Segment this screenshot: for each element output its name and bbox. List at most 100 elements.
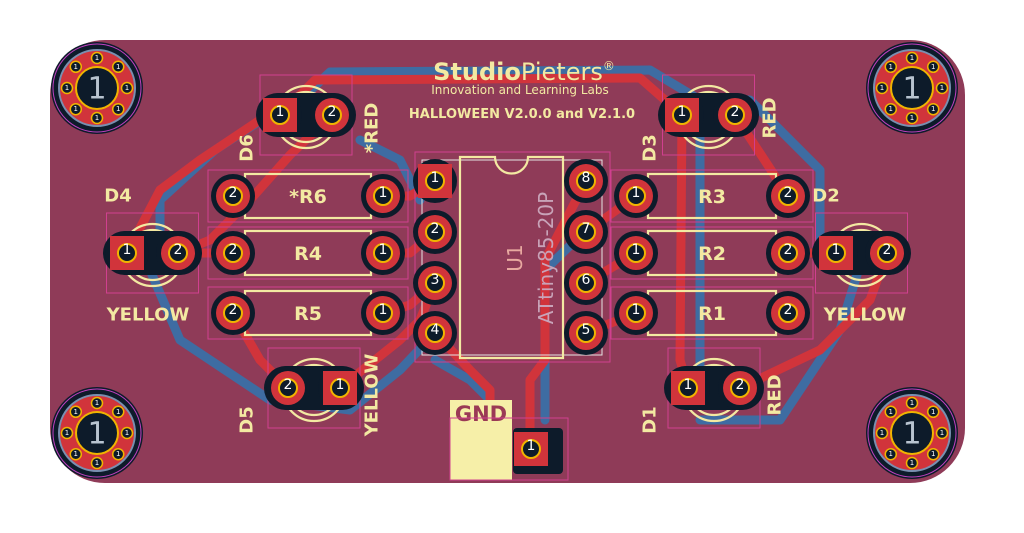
resistor-pad: 1 <box>361 231 405 275</box>
led-ref: D5 <box>237 406 258 433</box>
resistor-pad: 2 <box>211 174 255 218</box>
via <box>69 102 83 116</box>
ic-ref: U1 <box>503 244 527 271</box>
pad-number: 2 <box>328 104 337 120</box>
via-label: 1 <box>910 459 914 467</box>
board-title: HALLOWEEN V2.0.0 and V2.1.0 <box>409 107 635 122</box>
ic-pin: 5 <box>564 311 608 355</box>
pad-number: 2 <box>883 242 892 258</box>
pad-number: 1 <box>379 302 388 318</box>
pad-number: 2 <box>736 377 745 393</box>
pad-number: 1 <box>276 104 285 120</box>
logo-brand-light: Pieters <box>521 58 603 86</box>
ic-body-outline <box>458 155 565 360</box>
resistor-pad: 2 <box>766 231 810 275</box>
led-value: YELLOW <box>823 305 907 326</box>
pad-number: 4 <box>431 322 440 338</box>
pad-number: 6 <box>582 272 591 288</box>
via <box>926 447 940 461</box>
resistor-pad: 1 <box>361 174 405 218</box>
via <box>111 447 125 461</box>
via-label: 1 <box>889 63 893 71</box>
pad-number: 2 <box>229 302 238 318</box>
ic-value: ATtiny85-20P <box>534 192 558 324</box>
via-label: 1 <box>95 399 99 407</box>
via <box>90 51 104 65</box>
via-label: 1 <box>74 450 78 458</box>
resistor-ref: R2 <box>698 243 726 265</box>
via <box>884 60 898 74</box>
gnd-silk-block <box>450 400 512 480</box>
led-pad: 2 <box>310 93 354 137</box>
via-label: 1 <box>940 429 944 437</box>
resistor-pad: 1 <box>614 291 658 335</box>
via <box>926 405 940 419</box>
led-value: YELLOW <box>106 305 190 326</box>
pad-number: 1 <box>379 242 388 258</box>
led-pad: 1 <box>318 366 362 410</box>
via <box>884 447 898 461</box>
led-ref: D1 <box>640 406 661 433</box>
resistor-pad: 1 <box>614 231 658 275</box>
led-ref: D2 <box>812 186 839 207</box>
ic-pin: 2 <box>413 210 457 254</box>
via-label: 1 <box>74 63 78 71</box>
pad-number: 1 <box>684 377 693 393</box>
ic-pin: 1 <box>413 159 457 203</box>
pad-number: 1 <box>632 302 641 318</box>
pad-number: 1 <box>678 104 687 120</box>
via-label: 1 <box>95 54 99 62</box>
via-label: 1 <box>889 408 893 416</box>
via <box>111 405 125 419</box>
logo-registered: ® <box>603 59 615 73</box>
ic-pin: 8 <box>564 159 608 203</box>
via-label: 1 <box>125 429 129 437</box>
pad-number: 2 <box>431 221 440 237</box>
resistor-r3: 1 2 R3 <box>610 169 814 223</box>
svg-text:StudioPieters®: StudioPieters® <box>433 58 615 86</box>
led-pad: 1 <box>814 231 858 275</box>
pad-number: 1 <box>632 185 641 201</box>
via <box>111 102 125 116</box>
via <box>120 426 134 440</box>
resistor-ref: R5 <box>294 303 322 325</box>
via <box>884 102 898 116</box>
via-label: 1 <box>931 63 935 71</box>
resistor-ref: R3 <box>698 186 726 208</box>
resistor-pad: 2 <box>766 174 810 218</box>
via <box>69 60 83 74</box>
via <box>120 81 134 95</box>
via <box>926 102 940 116</box>
pad-number: 2 <box>784 185 793 201</box>
resistor-r2: 1 2 R2 <box>610 226 814 280</box>
pad-number: 5 <box>582 322 591 338</box>
pad-number: 7 <box>582 221 591 237</box>
via <box>90 111 104 125</box>
resistor-pad: 1 <box>614 174 658 218</box>
pad-number: 1 <box>431 170 440 186</box>
via-label: 1 <box>940 84 944 92</box>
ic-pin: 6 <box>564 261 608 305</box>
led-pad: 2 <box>713 93 757 137</box>
led-value: YELLOW <box>362 353 383 437</box>
logo-tagline: Innovation and Learning Labs <box>431 83 609 97</box>
led-pad: 1 <box>105 231 149 275</box>
resistor-r5: 2 1 R5 <box>207 286 409 340</box>
led-pad: 2 <box>865 231 909 275</box>
via <box>69 405 83 419</box>
via <box>905 456 919 470</box>
via <box>90 396 104 410</box>
via <box>60 426 74 440</box>
led-pad: 2 <box>266 366 310 410</box>
